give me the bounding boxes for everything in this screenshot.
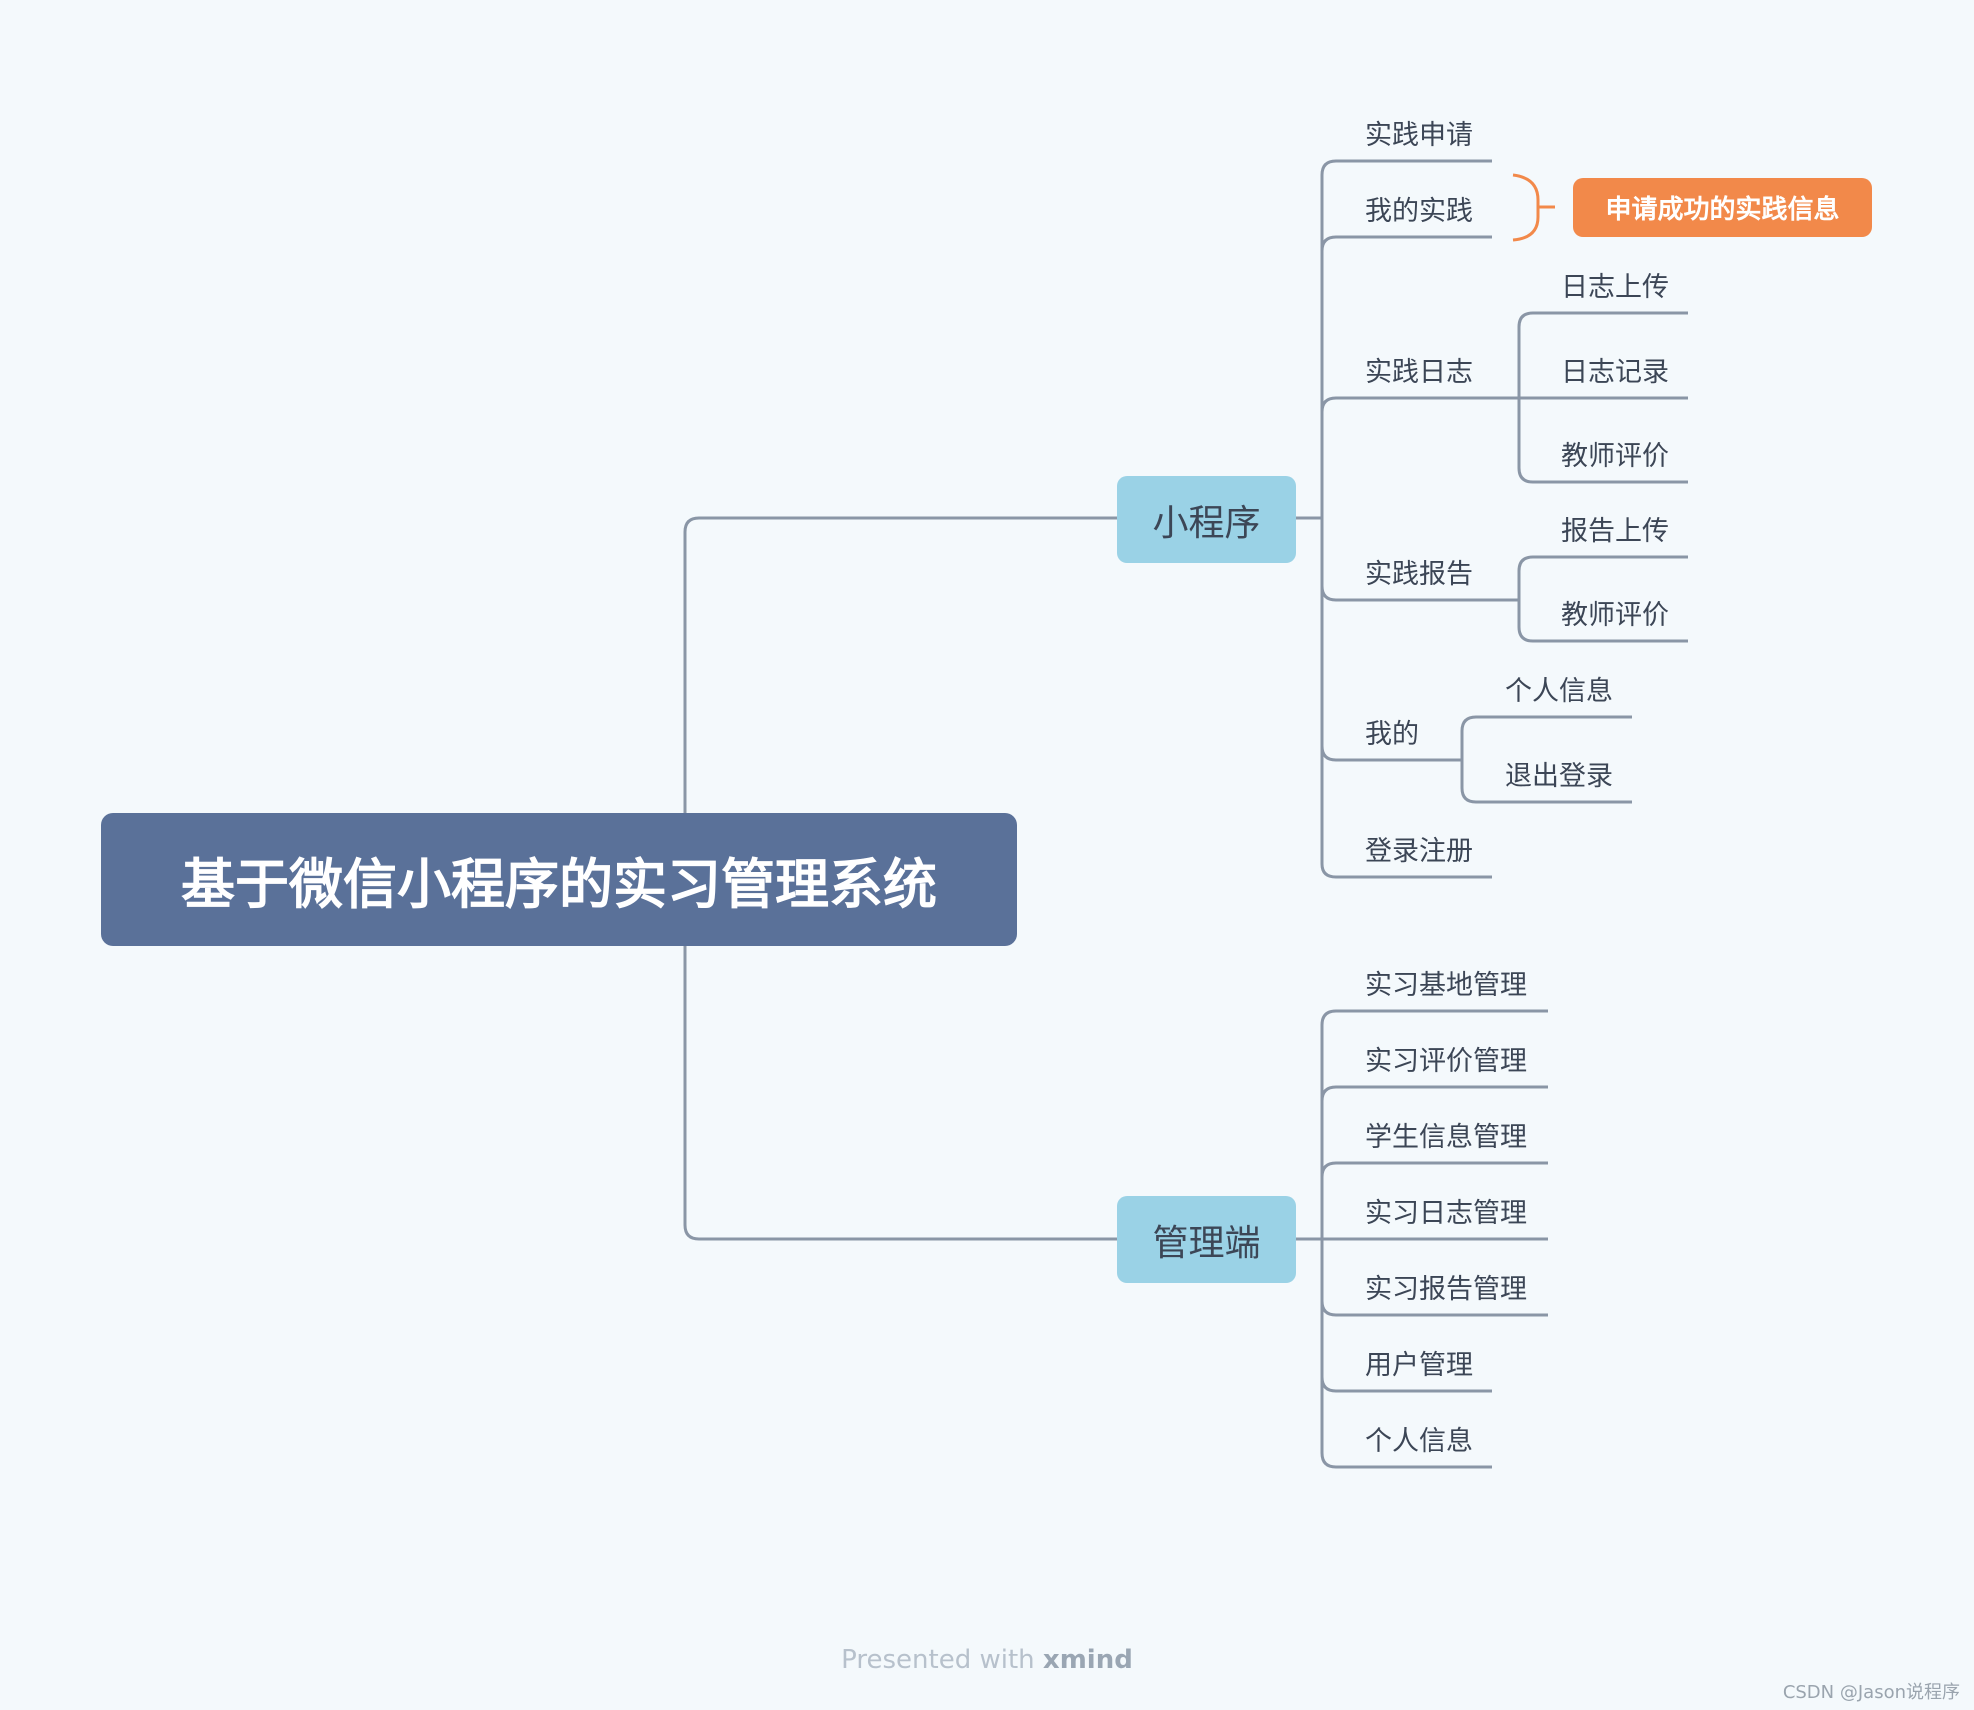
topic-log-upload[interactable]: 日志上传	[1561, 272, 1669, 303]
branch-admin[interactable]: 管理端	[1117, 1196, 1296, 1283]
mini-branch-mine	[1320, 745, 1462, 762]
root-to-admin-connector	[683, 946, 1117, 1241]
topic-admin-item[interactable]: 实习日志管理	[1365, 1198, 1527, 1229]
topic-admin-item[interactable]: 实习评价管理	[1365, 1046, 1527, 1077]
mine-sub-info	[1460, 715, 1632, 760]
xmind-brand: xmind	[1042, 1645, 1133, 1675]
mine-sub-logout	[1460, 760, 1632, 804]
topic-logout[interactable]: 退出登录	[1505, 761, 1613, 792]
root-topic[interactable]: 基于微信小程序的实习管理系统	[101, 813, 1017, 946]
presented-with-text: Presented with	[841, 1645, 1035, 1675]
topic-admin-item[interactable]: 用户管理	[1365, 1350, 1473, 1381]
topic-admin-item[interactable]: 学生信息管理	[1365, 1122, 1527, 1153]
topic-log-teacher-eval[interactable]: 教师评价	[1561, 441, 1669, 472]
topic-admin-item[interactable]: 实习报告管理	[1365, 1274, 1527, 1305]
log-sub-upload	[1517, 311, 1688, 398]
mini-trunk	[1320, 159, 1492, 176]
admin-branch-5	[1320, 1300, 1548, 1317]
csdn-credit: CSDN @Jason说程序	[1782, 1682, 1960, 1703]
topic-admin-item[interactable]: 个人信息	[1365, 1426, 1473, 1457]
topic-practice-report[interactable]: 实践报告	[1365, 559, 1473, 590]
report-sub-teacher	[1517, 600, 1688, 643]
mini-branch-report	[1320, 585, 1519, 602]
callout-bracket	[1512, 173, 1540, 242]
topic-report-upload[interactable]: 报告上传	[1561, 516, 1669, 547]
admin-branch-3	[1320, 1161, 1548, 1178]
admin-trunk-vertical	[1320, 1009, 1548, 1469]
topic-mine[interactable]: 我的	[1365, 719, 1419, 750]
mini-trunk-vertical	[1320, 175, 1492, 879]
mini-branch-log	[1320, 396, 1519, 413]
root-to-mini-connector	[683, 516, 1117, 813]
topic-report-teacher-eval[interactable]: 教师评价	[1561, 600, 1669, 631]
topic-admin-item[interactable]: 实习基地管理	[1365, 970, 1527, 1001]
log-sub-teacher	[1517, 398, 1688, 484]
topic-log-record[interactable]: 日志记录	[1561, 357, 1669, 388]
topic-personal-info[interactable]: 个人信息	[1505, 676, 1613, 707]
mini-branch-my-practice	[1320, 235, 1492, 252]
admin-branch-2	[1320, 1085, 1548, 1102]
callout-applied-practice-info[interactable]: 申请成功的实践信息	[1573, 178, 1872, 237]
report-sub-upload	[1517, 555, 1688, 600]
presented-with-footer: Presented with xmind	[0, 1645, 1974, 1675]
topic-my-practice[interactable]: 我的实践	[1365, 196, 1473, 227]
admin-branch-6	[1320, 1376, 1492, 1393]
topic-practice-log[interactable]: 实践日志	[1365, 357, 1473, 388]
topic-login-register[interactable]: 登录注册	[1365, 836, 1473, 867]
branch-mini-program[interactable]: 小程序	[1117, 476, 1296, 563]
topic-practice-apply[interactable]: 实践申请	[1365, 120, 1473, 151]
